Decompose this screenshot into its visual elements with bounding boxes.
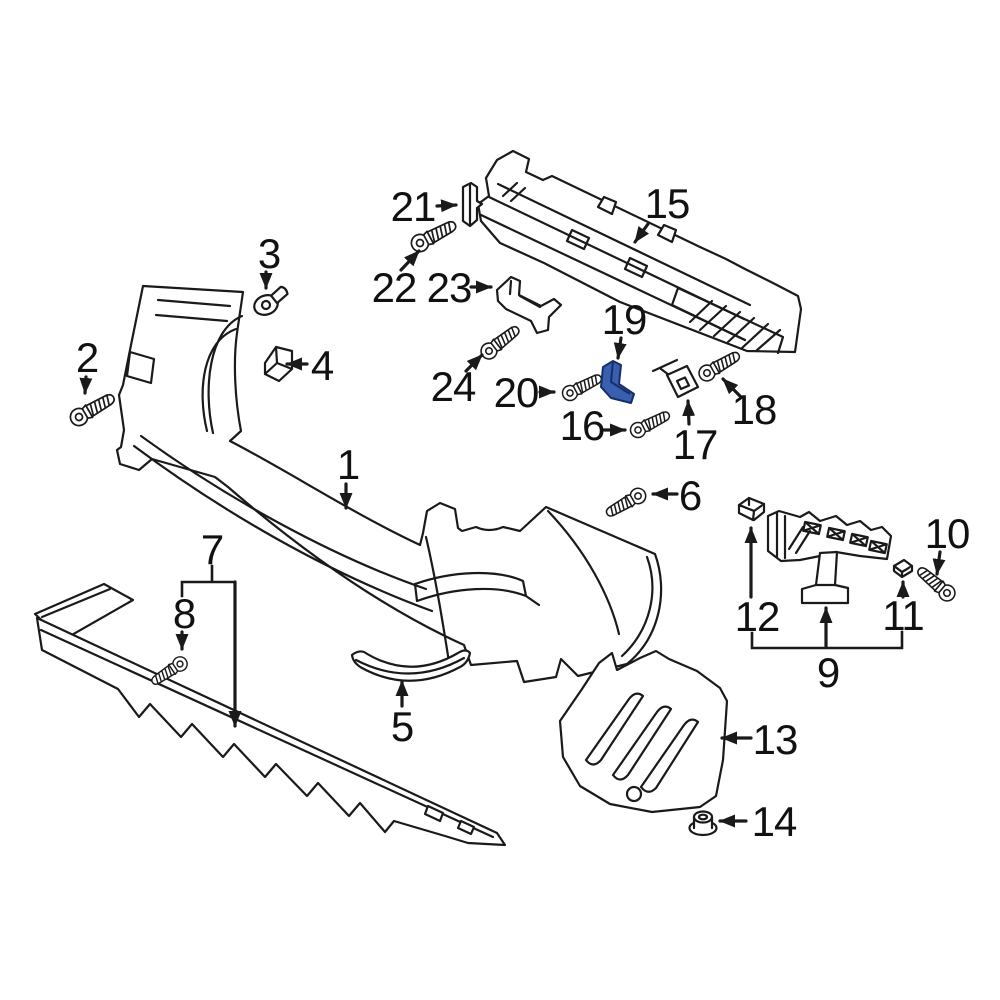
callout-leaders [79,199,946,828]
callout-9-bracket [750,630,904,650]
part-16-screw [627,406,674,441]
part-1-bumper-cover [115,284,663,684]
callout-15-arrow [633,222,650,244]
part-4-clip [263,345,294,383]
part-12-nut-clip [737,496,766,522]
part-13-under-cover [558,649,729,814]
callout-13-number: 13 [753,716,798,763]
part-15-impact-bar [476,149,803,355]
callout-22-number: 22 [372,264,417,311]
callout-9-number: 9 [817,649,839,696]
callout-19-arrow [613,336,627,360]
callout-numbers: 1 2 3 4 5 6 7 8 9 10 11 12 13 14 15 16 1… [76,180,971,845]
callout-17-number: 17 [673,421,718,468]
callout-6-number: 6 [679,472,701,519]
part-5-molding [350,649,472,682]
callout-19-number: 19 [602,296,647,343]
callout-8-number: 8 [173,590,195,637]
callout-23-number: 23 [427,264,472,311]
callout-21-number: 21 [391,183,436,230]
callout-24-number: 24 [431,363,476,410]
callout-14-number: 14 [752,798,797,845]
callout-20-number: 20 [494,369,539,416]
part-2-screw [66,388,119,430]
callout-7-number: 7 [201,526,223,573]
callout-24-arrow [464,353,484,373]
callout-10-arrow [932,550,946,576]
callout-3-number: 3 [258,230,280,277]
callout-11-number: 11 [882,592,924,639]
part-14-nut [688,810,718,837]
callout-2-arrow [79,375,93,395]
part-11-clip [892,558,914,579]
part-7-lower-valance [33,582,507,847]
callout-10-number: 10 [925,510,970,557]
part-19-bracket-highlighted [600,360,635,404]
callout-2-number: 2 [76,334,98,381]
part-20-screw [559,369,606,404]
callout-5-number: 5 [391,703,413,750]
callout-18-number: 18 [732,386,777,433]
part-9-side-support [766,509,893,605]
part-18-screw [695,346,744,385]
part-24-screw [477,321,524,363]
part-21-clip [461,181,484,228]
callout-7-bracket [180,564,237,598]
callout-15-number: 15 [645,180,690,227]
callout-4-number: 4 [311,342,334,389]
callout-17-arrow [682,399,696,426]
callout-16-number: 16 [560,402,605,449]
callout-1-number: 1 [337,441,359,488]
callout-21-arrow [435,199,458,213]
part-17-bracket [651,358,700,399]
callout-18-arrow [721,377,743,399]
part-23-plate [495,275,563,335]
callout-12-number: 12 [735,593,780,640]
callout-22-arrow [399,249,421,272]
part-3-grommet [253,285,289,316]
part-6-screw [602,484,650,522]
